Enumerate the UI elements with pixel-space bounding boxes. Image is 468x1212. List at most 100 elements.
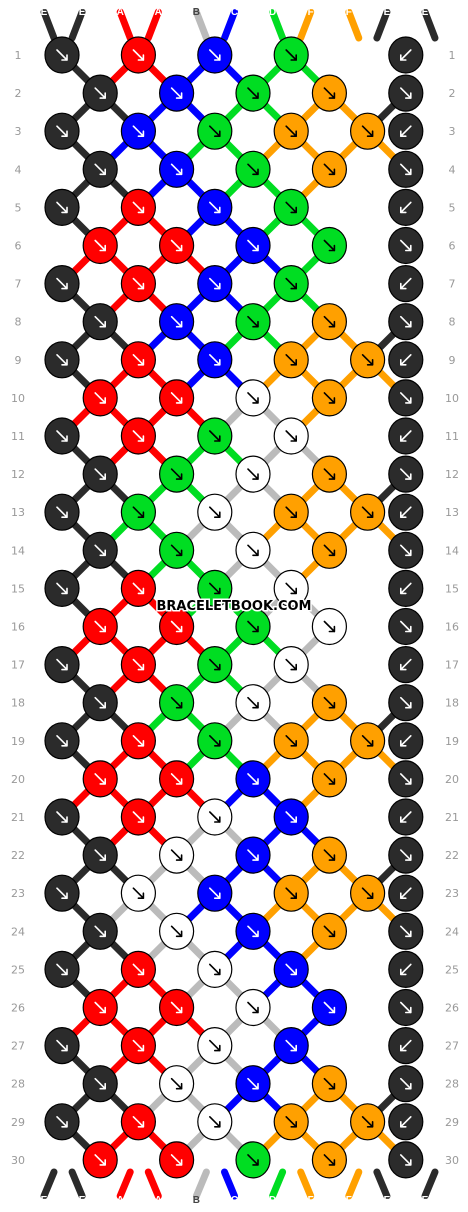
knot-arrow-icon [400,430,412,442]
knot [388,303,424,341]
row-number-left: 9 [15,354,22,367]
knot [197,265,233,303]
knot-arrow-icon [400,1116,412,1128]
knot-arrow-icon [285,963,297,976]
knot-arrow-icon [56,658,68,671]
knot [273,1103,309,1141]
knot [82,912,118,950]
row-number-left: 28 [11,1078,25,1091]
knot-arrow-icon [247,468,259,480]
knot [273,569,309,608]
knot [197,1026,233,1065]
knot-arrow-icon [247,392,259,404]
knot [235,1065,271,1103]
knot [44,1103,80,1141]
knot [273,265,309,303]
knot-arrow-icon [56,735,68,747]
knot [120,265,156,303]
row-number-right: 18 [445,697,459,710]
row-number-right: 8 [449,316,456,329]
knot [273,1026,309,1065]
knot-arrow-icon [361,887,374,899]
knot [311,150,347,188]
top-strand-stub [421,8,439,42]
knot [388,455,424,493]
knot [273,417,309,455]
knot [44,36,80,74]
knot-arrow-icon [400,277,412,290]
knot [311,760,347,798]
knot [82,531,118,569]
knot-arrow-icon [285,430,297,442]
knot-arrow-icon [247,849,259,861]
knot [159,74,195,112]
knot [388,1141,424,1179]
knot-arrow-icon [400,963,412,976]
knot-arrow-icon [247,1001,259,1014]
bottom-strand-stub [144,1168,162,1200]
knot-arrow-icon [361,1116,374,1128]
knot [44,569,80,608]
row-number-left: 7 [15,278,22,291]
row-number-left: 17 [11,659,25,672]
knot-arrow-icon [132,735,145,747]
row-number-right: 20 [445,773,459,786]
row-number-right: 30 [445,1154,459,1167]
knot-arrow-icon [209,735,221,747]
knot-arrow-icon [132,125,145,137]
knot [311,455,347,493]
knot [197,722,233,760]
knot [44,645,80,684]
knot [44,493,80,531]
knot-arrow-icon [56,1039,68,1052]
knot-arrow-icon [209,811,221,823]
knot [159,303,195,341]
knot-arrow-icon [285,811,297,823]
knot-arrow-icon [323,620,336,633]
knot [159,760,195,798]
row-number-left: 13 [11,506,25,519]
knot [82,1065,118,1103]
row-number-right: 2 [449,87,456,100]
knot [273,112,309,150]
strand-label: E [79,7,86,18]
knot [273,188,309,226]
knot-arrow-icon [247,1077,259,1090]
knot [235,988,271,1027]
knot-arrow-icon [285,658,297,671]
row-number-left: 1 [15,49,22,62]
knot [273,874,309,912]
strand-label: C [231,7,238,18]
knot [388,798,424,836]
knot-arrow-icon [56,582,68,595]
knot-arrow-icon [132,354,145,366]
row-number-right: 25 [445,963,459,976]
knot [44,1026,80,1065]
knot [311,379,347,417]
knot [388,341,424,379]
knot-arrow-icon [400,468,412,480]
knot-arrow-icon [323,315,336,328]
knot [159,836,195,874]
knot-arrow-icon [132,201,145,214]
knot-arrow-icon [400,696,412,709]
knot [311,303,347,341]
knot-arrow-icon [400,1077,412,1090]
knot [120,950,156,989]
knot [388,836,424,874]
knot [197,645,233,684]
knot [388,1065,424,1103]
knot [44,341,80,379]
knot-arrow-icon [209,506,221,518]
knot-arrow-icon [170,696,183,709]
bottom-strand-stub [116,1168,134,1200]
bottom-strand-stub [269,1168,287,1200]
knot-arrow-icon [400,735,412,747]
knot [311,836,347,874]
knot-arrow-icon [56,125,68,137]
knot [159,988,195,1027]
knot [388,379,424,417]
row-number-right: 16 [445,621,459,634]
knot [388,684,424,722]
row-number-right: 1 [449,49,456,62]
